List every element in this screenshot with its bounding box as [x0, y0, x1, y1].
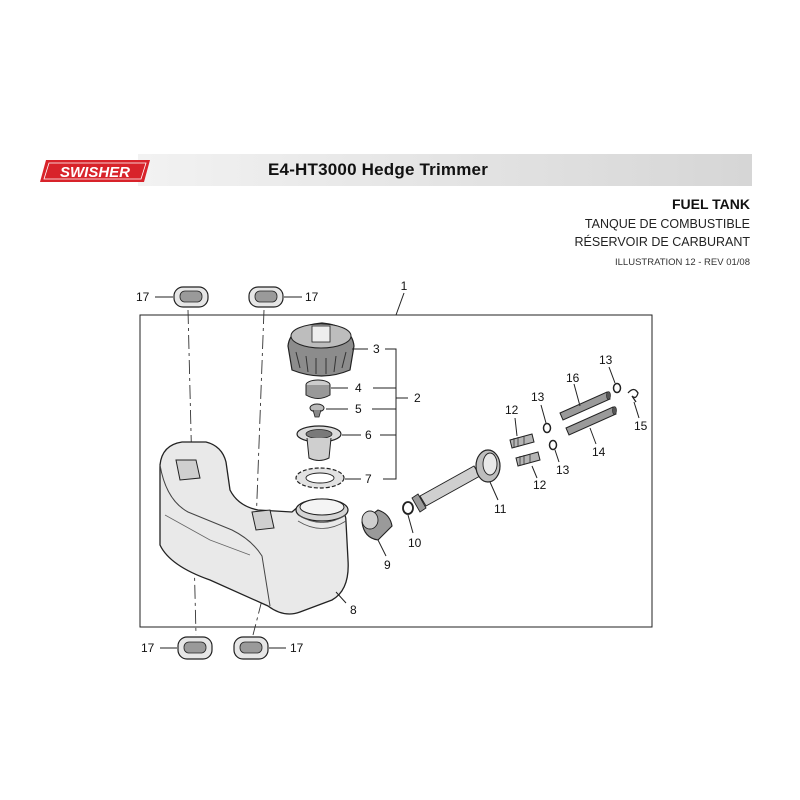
- leader-13b: [554, 449, 560, 463]
- hose-clip: [627, 388, 639, 403]
- o-ring-13-a: [542, 422, 552, 434]
- callout-11: 11: [494, 502, 507, 516]
- fitting-upper: [509, 433, 535, 449]
- section-title: FUEL TANK: [671, 196, 750, 212]
- fuel-filter: [361, 509, 393, 541]
- cap-retainer: [295, 467, 345, 489]
- callout-17-top-right: 17: [305, 290, 319, 304]
- leader-13c: [608, 366, 616, 384]
- header-bar: [138, 154, 752, 186]
- grommet-bottom-right: [233, 636, 269, 660]
- callout-1: 1: [401, 279, 408, 293]
- callout-2: 2: [414, 391, 421, 405]
- callout-7: 7: [365, 472, 372, 486]
- callout-4: 4: [355, 381, 362, 395]
- callout-12-a: 12: [505, 403, 519, 417]
- fuel-hose-16: [559, 391, 611, 421]
- leader-15: [633, 401, 640, 419]
- leader-8: [335, 591, 347, 604]
- leader-12b: [531, 465, 538, 479]
- centerline-right: [255, 309, 265, 526]
- callout-5: 5: [355, 402, 362, 416]
- leader-12a: [514, 417, 518, 437]
- cap-insert: [305, 379, 331, 399]
- leader-10: [407, 514, 414, 534]
- centerline-right-lower: [252, 599, 263, 636]
- leader-16: [573, 383, 581, 407]
- callout-13-c: 13: [599, 353, 613, 367]
- fuel-pickup: [411, 449, 501, 513]
- leader-2-bracket: [383, 348, 397, 480]
- cap-valve: [309, 403, 325, 418]
- fuel-cap: [287, 322, 355, 377]
- fuel-tank: [159, 441, 349, 615]
- callout-10: 10: [408, 536, 422, 550]
- callout-17-bottom-left: 17: [141, 641, 155, 655]
- grommet-top-left: [173, 286, 209, 308]
- section-subtitle-es: TANQUE DE COMBUSTIBLE: [584, 217, 750, 231]
- illustration-ref: ILLUSTRATION 12 - REV 01/08: [615, 257, 750, 268]
- fitting-lower: [515, 451, 541, 467]
- callout-17-bottom-right: 17: [290, 641, 304, 655]
- page-title: E4-HT3000 Hedge Trimmer: [268, 160, 489, 179]
- leader-14: [589, 427, 597, 445]
- callout-16: 16: [566, 371, 580, 385]
- swisher-logo: SWISHER: [40, 160, 150, 182]
- logo-text: SWISHER: [60, 164, 130, 181]
- o-ring-10: [402, 501, 414, 515]
- callout-13-b: 13: [556, 463, 570, 477]
- callout-9: 9: [384, 558, 391, 572]
- section-subtitle-fr: RÉSERVOIR DE CARBURANT: [574, 235, 751, 249]
- fuel-hose-14: [565, 406, 617, 436]
- o-ring-13-c: [612, 382, 622, 394]
- grommet-top-right: [248, 286, 284, 308]
- callout-13-a: 13: [531, 390, 545, 404]
- callout-14: 14: [592, 445, 606, 459]
- callout-6: 6: [365, 428, 372, 442]
- leader-1: [395, 292, 405, 316]
- leader-11: [489, 481, 499, 501]
- callout-3: 3: [373, 342, 380, 356]
- cap-seal-cup: [296, 425, 342, 461]
- grommet-bottom-left: [177, 636, 213, 660]
- callout-17-top-left: 17: [136, 290, 150, 304]
- callout-15: 15: [634, 419, 648, 433]
- leader-13a: [540, 404, 547, 424]
- callout-12-b: 12: [533, 478, 547, 492]
- callout-8: 8: [350, 603, 357, 617]
- leader-9: [377, 539, 387, 557]
- o-ring-13-b: [548, 439, 558, 451]
